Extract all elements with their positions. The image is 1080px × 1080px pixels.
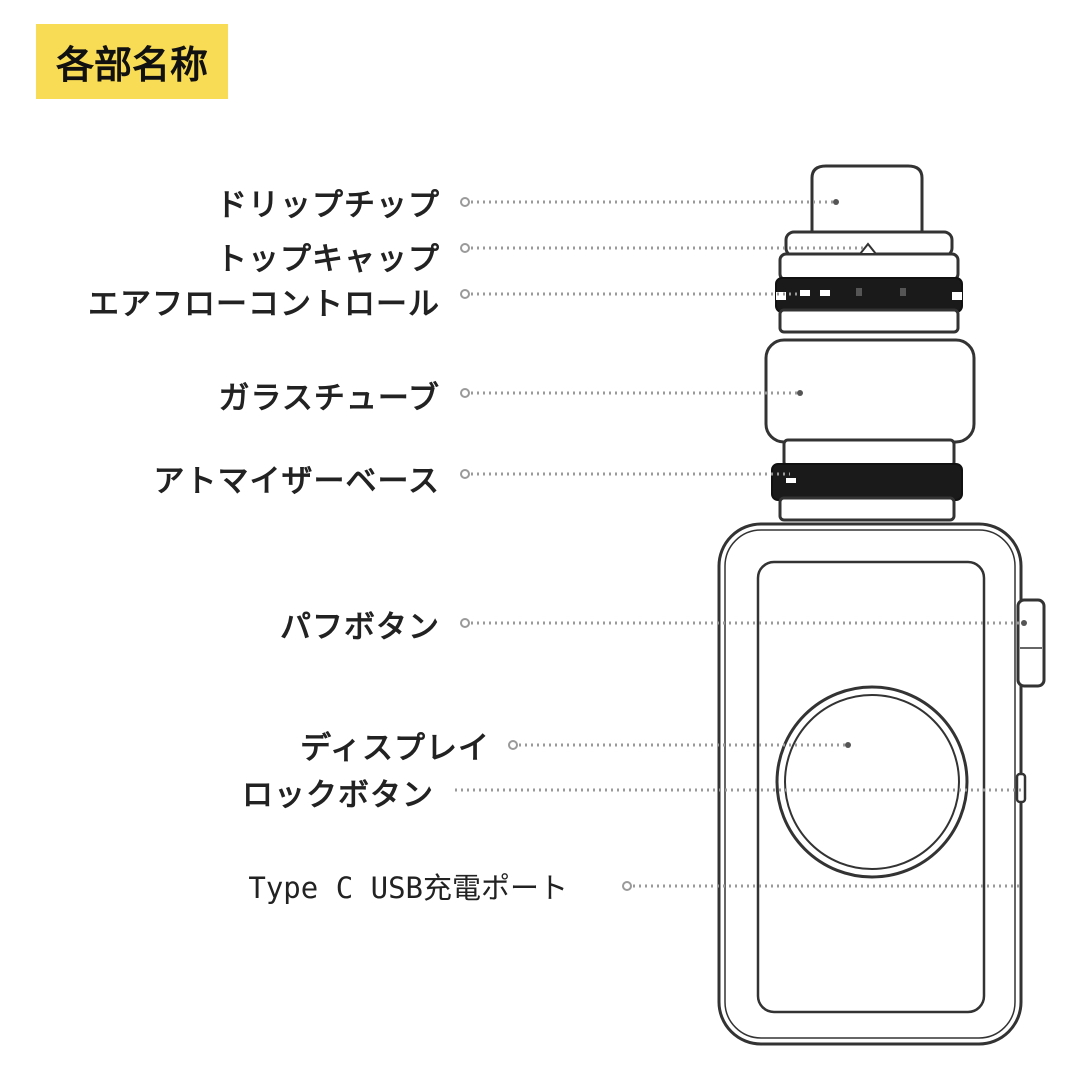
- label-puff-button: パフボタン: [280, 609, 440, 646]
- label-top-cap: トップキャップ: [216, 241, 440, 278]
- page-title: 各部名称: [36, 24, 228, 99]
- display-drawing: [775, 685, 969, 879]
- atomizer-base-drawing: [771, 463, 963, 501]
- drip-tip-drawing: [810, 164, 924, 234]
- leader-end-dots: [797, 199, 1027, 748]
- glass-tube-drawing: [764, 338, 976, 444]
- cap-ring-drawing: [778, 308, 960, 334]
- mod-body-drawing: [717, 522, 1023, 1046]
- page-title-text: 各部名称: [55, 43, 208, 87]
- label-usb-port: Type C USB充電ポート: [248, 871, 568, 905]
- top-cap-drawing: [778, 230, 960, 282]
- label-airflow-control: エアフローコントロール: [88, 286, 440, 323]
- label-glass-tube: ガラスチューブ: [218, 380, 440, 417]
- label-atomizer-base: アトマイザーベース: [153, 463, 440, 500]
- lock-button-drawing: [1015, 772, 1027, 804]
- tube-connector-drawing: [782, 438, 956, 468]
- base-foot-drawing: [778, 496, 956, 522]
- leader-lines: [455, 200, 1026, 888]
- airflow-ring-drawing: [775, 277, 963, 313]
- label-drip-tip: ドリップチップ: [216, 187, 440, 224]
- puff-button-drawing: [1016, 598, 1046, 688]
- label-display: ディスプレイ: [300, 730, 490, 767]
- leader-dots: [460, 197, 632, 891]
- label-lock-button: ロックボタン: [242, 777, 434, 814]
